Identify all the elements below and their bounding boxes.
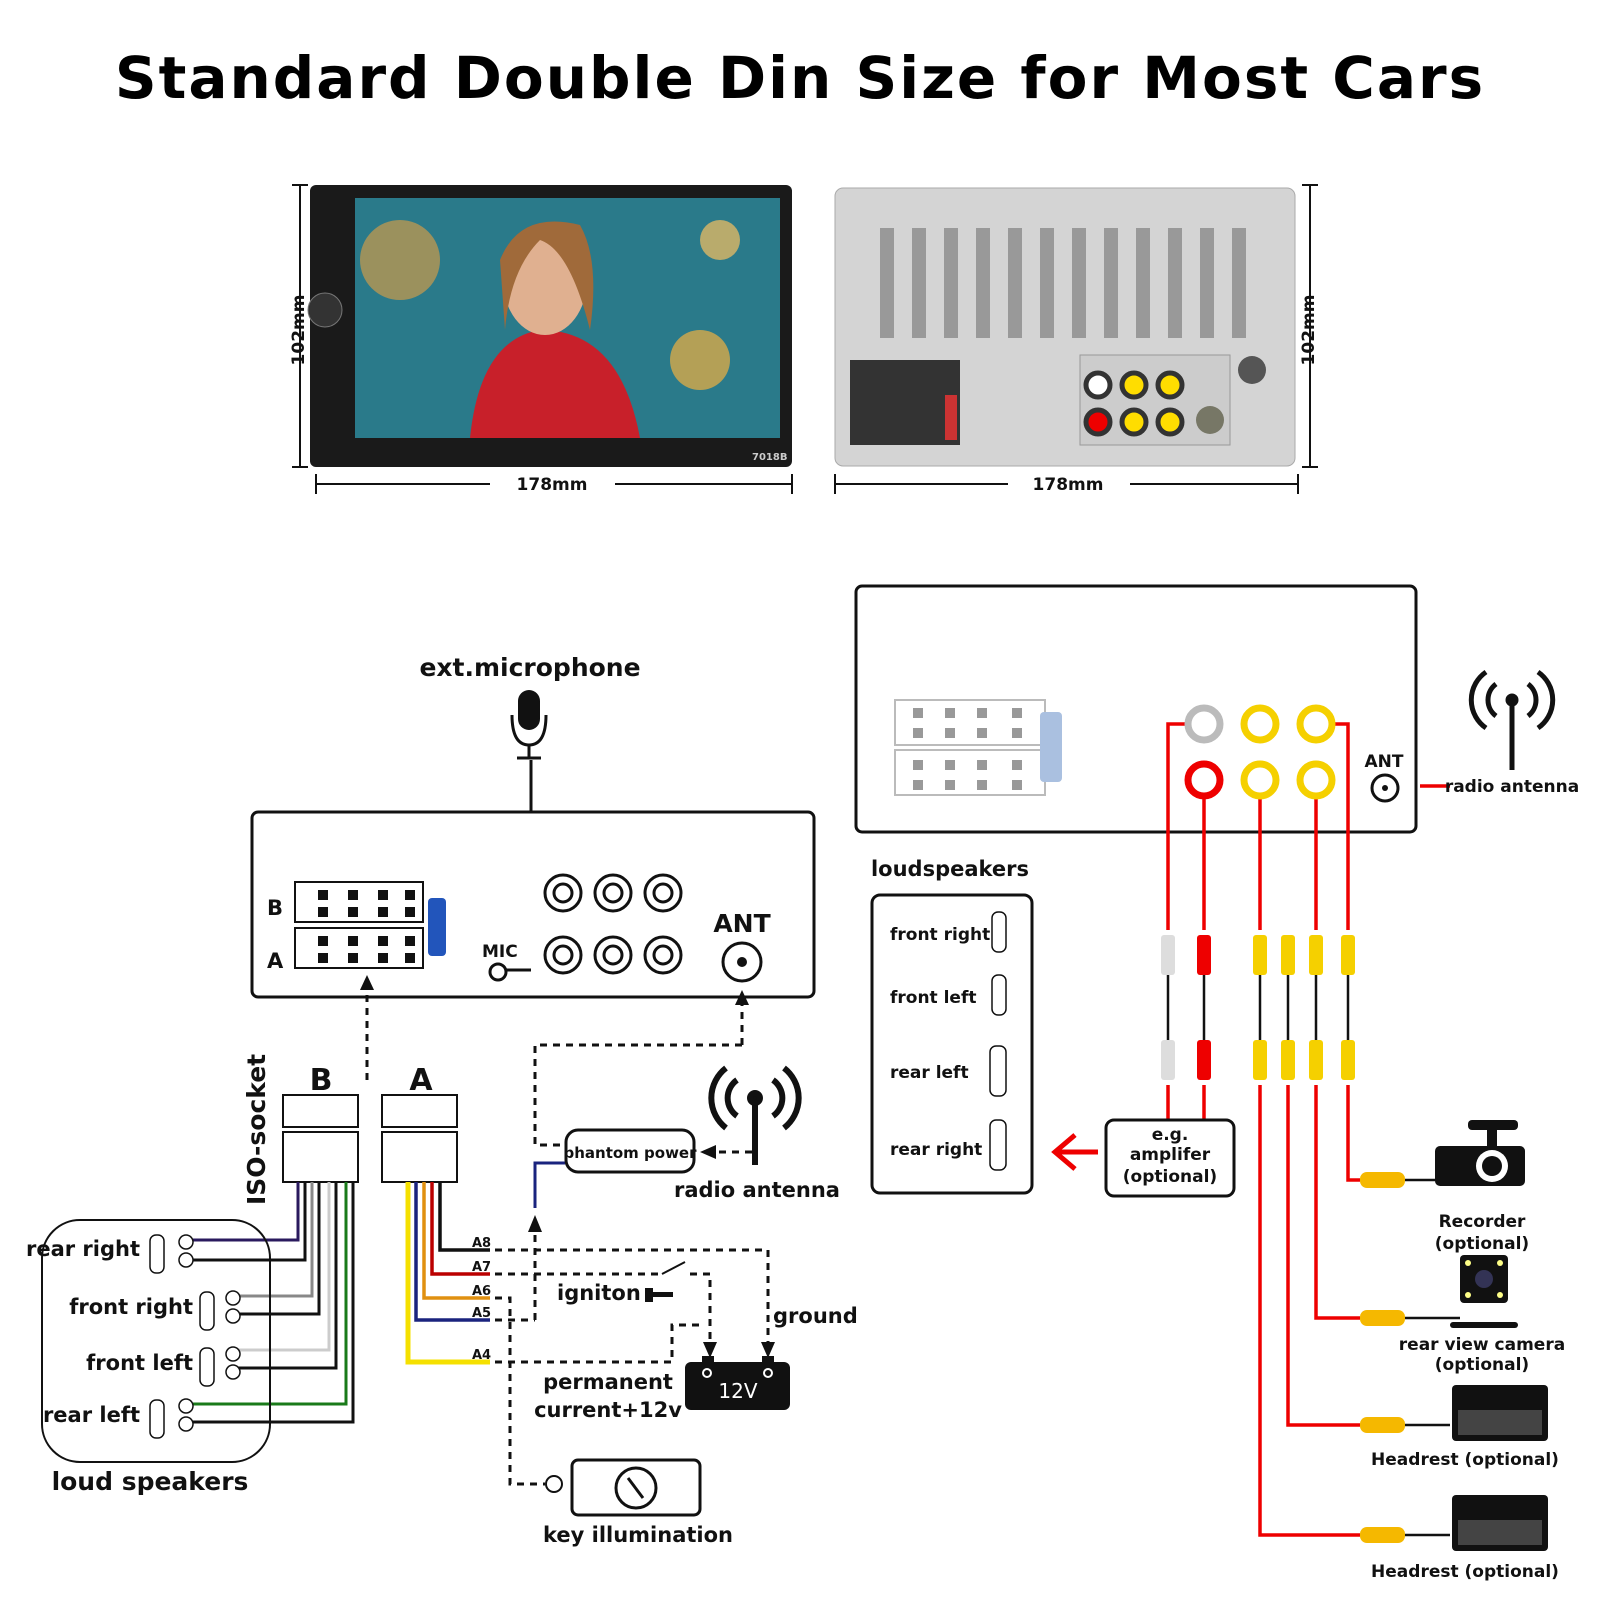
mic-port-label: MIC — [482, 942, 518, 962]
illumination-terminal-icon — [545, 1475, 563, 1493]
page-title: Standard Double Din Size for Most Cars — [115, 44, 1485, 112]
loudspeakers-title: loudspeakers — [871, 857, 1029, 881]
recorder-icon — [1435, 1120, 1525, 1186]
rear-camera-icon — [1450, 1255, 1518, 1328]
speaker-rear-right: rear right — [26, 1237, 140, 1261]
loudspeaker-rear-left: rear left — [890, 1063, 969, 1083]
amplifier-line-3: (optional) — [1123, 1167, 1217, 1187]
back-width-label: 178mm — [1033, 475, 1104, 495]
rear-camera-label: rear view camera — [1399, 1335, 1565, 1355]
permanent-label: permanent — [543, 1370, 673, 1394]
back-height-label: 102mm — [1299, 295, 1319, 366]
antenna-jack-icon-right — [1370, 773, 1400, 803]
ant-port-label-right: ANT — [1365, 752, 1404, 772]
speaker-front-right: front right — [69, 1295, 193, 1319]
connector-a-label: A — [267, 949, 284, 973]
antenna-jack-icon — [721, 941, 763, 983]
speakers-box — [41, 1219, 271, 1463]
ignition-label: igniton — [557, 1281, 641, 1305]
rca-plugs — [1161, 935, 1355, 1080]
ext-microphone-label: ext.microphone — [419, 653, 640, 682]
rca-jacks — [543, 873, 683, 975]
rca-sockets — [1184, 704, 1336, 800]
head-unit-front: 7018B — [307, 185, 792, 467]
battery-icon — [685, 1356, 790, 1410]
iso-sockets — [282, 1094, 458, 1183]
iso-a-label: A — [409, 1063, 433, 1098]
mic-jack-icon — [488, 962, 508, 982]
loudspeaker-rear-right: rear right — [890, 1140, 982, 1160]
head-unit-back — [834, 187, 1296, 467]
model-label: 7018B — [752, 452, 787, 463]
microphone-icon — [510, 690, 548, 760]
ant-port-label: ANT — [713, 909, 770, 938]
headrest-monitor-icon-2 — [1452, 1495, 1548, 1551]
pin-a5: A5 — [472, 1306, 491, 1321]
headrest-label-1: Headrest (optional) — [1371, 1450, 1559, 1470]
iso-socket-label: ISO-socket — [242, 1054, 271, 1205]
power-wires — [405, 1182, 490, 1365]
key-icon — [645, 1288, 673, 1302]
amplifier-line-2: amplifer — [1130, 1145, 1211, 1165]
battery-label: 12V — [718, 1379, 757, 1403]
pin-a7: A7 — [472, 1260, 491, 1275]
speaker-rear-left: rear left — [43, 1403, 140, 1427]
front-width-label: 178mm — [517, 475, 588, 495]
ground-label: ground — [773, 1304, 858, 1328]
radio-antenna-label-right: radio antenna — [1445, 777, 1579, 797]
radio-antenna-icon-right — [1468, 669, 1556, 770]
phantom-power-label: phantom power — [563, 1144, 697, 1162]
key-illumination-label: key illumination — [543, 1523, 733, 1547]
back-dimension-lines — [834, 184, 1318, 494]
phantom-power-box — [564, 1128, 696, 1174]
rear-camera-note: (optional) — [1435, 1355, 1529, 1375]
amplifier-line-1: e.g. — [1152, 1125, 1189, 1145]
loudspeaker-front-left: front left — [890, 988, 977, 1008]
radio-antenna-label: radio antenna — [674, 1178, 840, 1202]
iso-b-label: B — [310, 1063, 333, 1098]
gauge-icon — [614, 1466, 658, 1510]
speaker-front-left: front left — [86, 1351, 193, 1375]
amplifier-box — [1104, 1118, 1236, 1198]
pin-a4: A4 — [472, 1348, 491, 1363]
front-height-label: 102mm — [289, 295, 309, 366]
recorder-label: Recorder — [1439, 1212, 1526, 1232]
rca-cables — [1166, 722, 1450, 1537]
pin-a8: A8 — [472, 1236, 491, 1251]
front-dimension-lines — [292, 184, 793, 494]
iso-connector-right — [894, 699, 1062, 796]
connector-b-a — [294, 881, 446, 969]
pin-a6: A6 — [472, 1284, 491, 1299]
headrest-label-2: Headrest (optional) — [1371, 1562, 1559, 1582]
arrow-left-icon — [1051, 1133, 1098, 1171]
recorder-note: (optional) — [1435, 1234, 1529, 1254]
loud-speakers-title: loud speakers — [52, 1467, 249, 1496]
loudspeaker-icons — [989, 911, 1007, 1171]
speaker-icons — [149, 1234, 241, 1439]
device-plugs — [1360, 1172, 1405, 1543]
headrest-monitor-icon-1 — [1452, 1385, 1548, 1441]
connector-b-label: B — [267, 896, 283, 920]
radio-antenna-icon — [708, 1065, 802, 1165]
current-label: current+12v — [534, 1398, 682, 1422]
loudspeakers-box — [870, 893, 1034, 1195]
loudspeaker-front-right: front right — [890, 925, 990, 945]
